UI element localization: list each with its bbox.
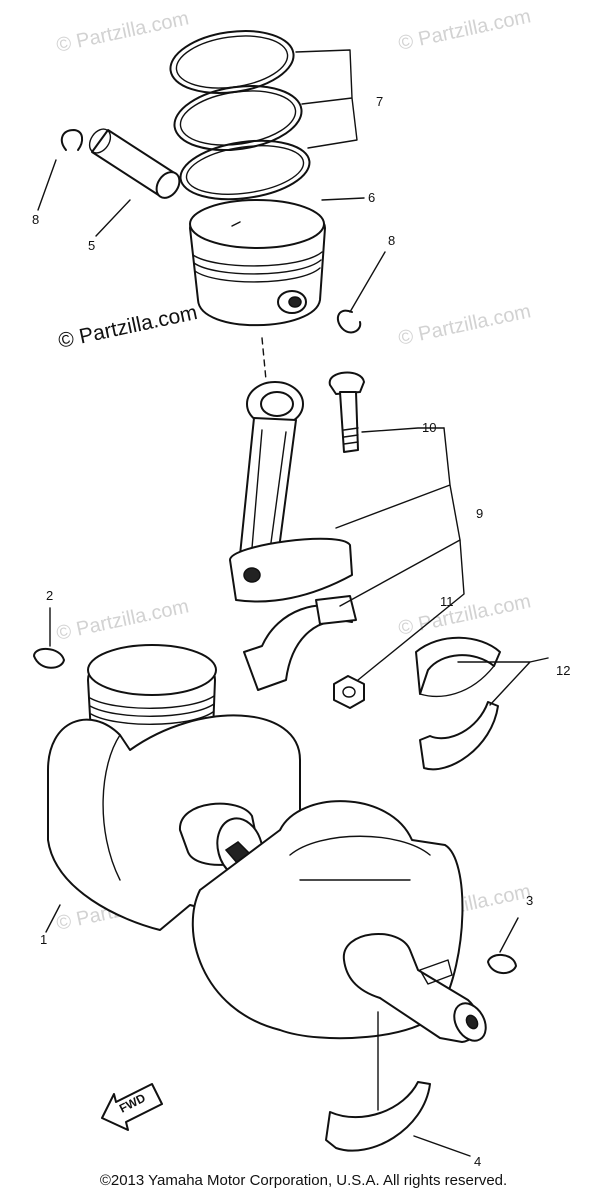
callout-10: 10 — [422, 420, 436, 435]
callout-12: 12 — [556, 663, 570, 678]
callout-8: 8 — [32, 212, 39, 227]
rod-bolt — [328, 371, 365, 453]
callout-7: 7 — [376, 94, 383, 109]
callout-2: 2 — [46, 588, 53, 603]
piston-rings — [169, 30, 311, 201]
callout-9: 9 — [476, 506, 483, 521]
watermark: © Partzilla.com — [54, 595, 190, 645]
big-end-bearings — [415, 636, 501, 771]
woodruff-key-2 — [33, 648, 65, 669]
circlip-right — [336, 309, 362, 334]
crankshaft — [47, 714, 487, 1043]
watermark: © Partzilla.com — [396, 5, 532, 55]
piston-upper — [189, 199, 326, 327]
callout-5: 5 — [88, 238, 95, 253]
callout-6: 6 — [368, 190, 375, 205]
watermark: © Partzilla.com — [54, 7, 190, 57]
copyright-notice: ©2013 Yamaha Motor Corporation, U.S.A. A… — [99, 1172, 508, 1189]
callout-1: 1 — [40, 932, 47, 947]
connecting-rod — [229, 381, 353, 603]
callout-8: 8 — [388, 233, 395, 248]
fwd-arrow-icon: FWD — [101, 1083, 163, 1131]
callout-11: 11 — [440, 594, 454, 609]
rod-cap — [243, 604, 353, 691]
leader-lines — [37, 49, 549, 1157]
watermark: © Partzilla.com — [396, 300, 532, 350]
rod-nut — [333, 675, 365, 709]
assembly-line — [261, 337, 267, 381]
callout-3: 3 — [526, 893, 533, 908]
watermark-featured: © Partzilla.com — [56, 301, 199, 353]
callout-4: 4 — [474, 1154, 481, 1169]
woodruff-key-3 — [487, 954, 517, 974]
main-bearing — [325, 1081, 431, 1152]
piston-pin — [88, 128, 181, 199]
callout-numbers: 7 6 8 5 8 10 9 2 11 12 1 3 4 — [32, 94, 570, 1169]
circlip-upper — [60, 129, 84, 151]
